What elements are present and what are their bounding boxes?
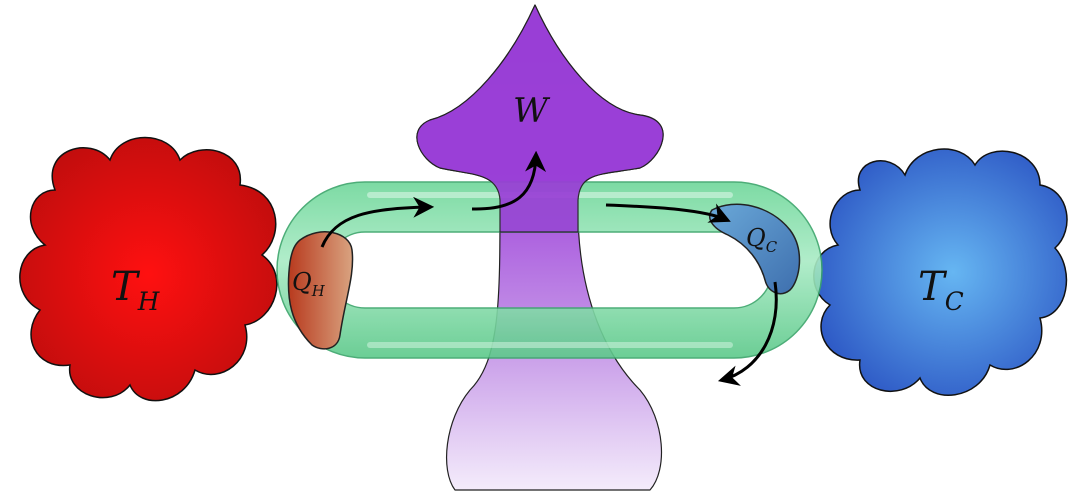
flow-arrow-hot-to-top xyxy=(320,196,435,248)
cold-reservoir-cloud xyxy=(813,148,1068,396)
flow-arrow-to-work xyxy=(471,150,547,211)
flow-arrow-cold-to-bottom xyxy=(717,281,778,386)
work-label: W xyxy=(513,91,551,131)
hot-reservoir-cloud xyxy=(19,136,278,402)
cold-reservoir-label: TC xyxy=(918,264,964,316)
heat-in-label: QH xyxy=(292,268,326,300)
hot-reservoir-label: TH xyxy=(111,264,161,316)
flow-arrow-top-to-cold xyxy=(605,203,731,223)
heat-out-patch xyxy=(708,203,801,295)
work-arrow-front xyxy=(416,4,664,233)
heat-out-label: QC xyxy=(746,224,778,256)
heat-in-patch xyxy=(287,231,354,350)
flow-arrows xyxy=(320,150,778,386)
